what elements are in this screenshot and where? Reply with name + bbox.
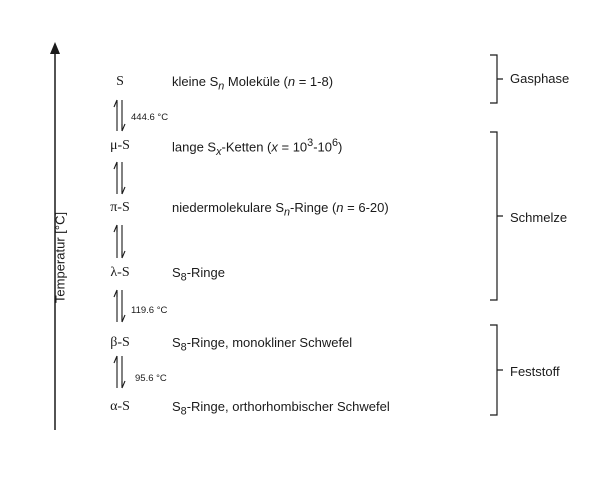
arrow-down-head-2 [121,186,126,195]
species-beta-S: β-S [110,335,130,350]
arrow-up-head-2 [113,161,118,170]
species-alpha-S: α-S [110,399,130,414]
phase-label-feststoff: Feststoff [510,364,560,379]
phase-bracket-3 [490,324,503,416]
phase-bracket-1 [490,54,503,104]
species-lambda-S: λ-S [110,265,130,280]
description-S: kleine Sn Moleküle (n = 1-8) [172,74,334,93]
arrow-up-head-5 [113,355,118,364]
transition-temp-5: 95.6 °C [135,373,167,384]
phase-brackets [490,54,503,416]
phase-label-schmelze: Schmelze [510,210,568,225]
species-S: S [116,74,124,89]
phase-bracket-2 [490,131,503,301]
description-alpha-S: S8-Ringe, orthorhombischer Schwefel [172,399,390,418]
arrow-down-head-5 [121,380,126,389]
arrow-down-head-3 [121,250,126,259]
arrow-up-head-4 [113,289,118,298]
description-lambda-S: S8-Ringe [172,265,225,284]
equilibrium-arrows [113,99,126,389]
description-pi-S: niedermolekulare Sn-Ringe (n = 6-20) [172,200,389,219]
description-mu-S: lange Sx-Ketten (x = 103-106) [172,137,343,158]
axis-arrowhead [50,42,60,54]
axis-label: Temperatur [°C] [52,211,68,304]
phase-label-gasphase: Gasphase [510,71,570,86]
description-beta-S: S8-Ringe, monokliner Schwefel [172,335,353,354]
temperature-axis [50,42,60,430]
transition-temp-1: 444.6 °C [131,112,169,123]
arrow-up-head-3 [113,224,118,233]
species-pi-S: π-S [110,200,130,215]
transition-temp-4: 119.6 °C [131,305,168,316]
arrow-down-head-1 [121,123,126,132]
arrow-down-head-4 [121,314,126,323]
arrow-up-head-1 [113,99,118,108]
species-mu-S: μ-S [110,138,130,153]
